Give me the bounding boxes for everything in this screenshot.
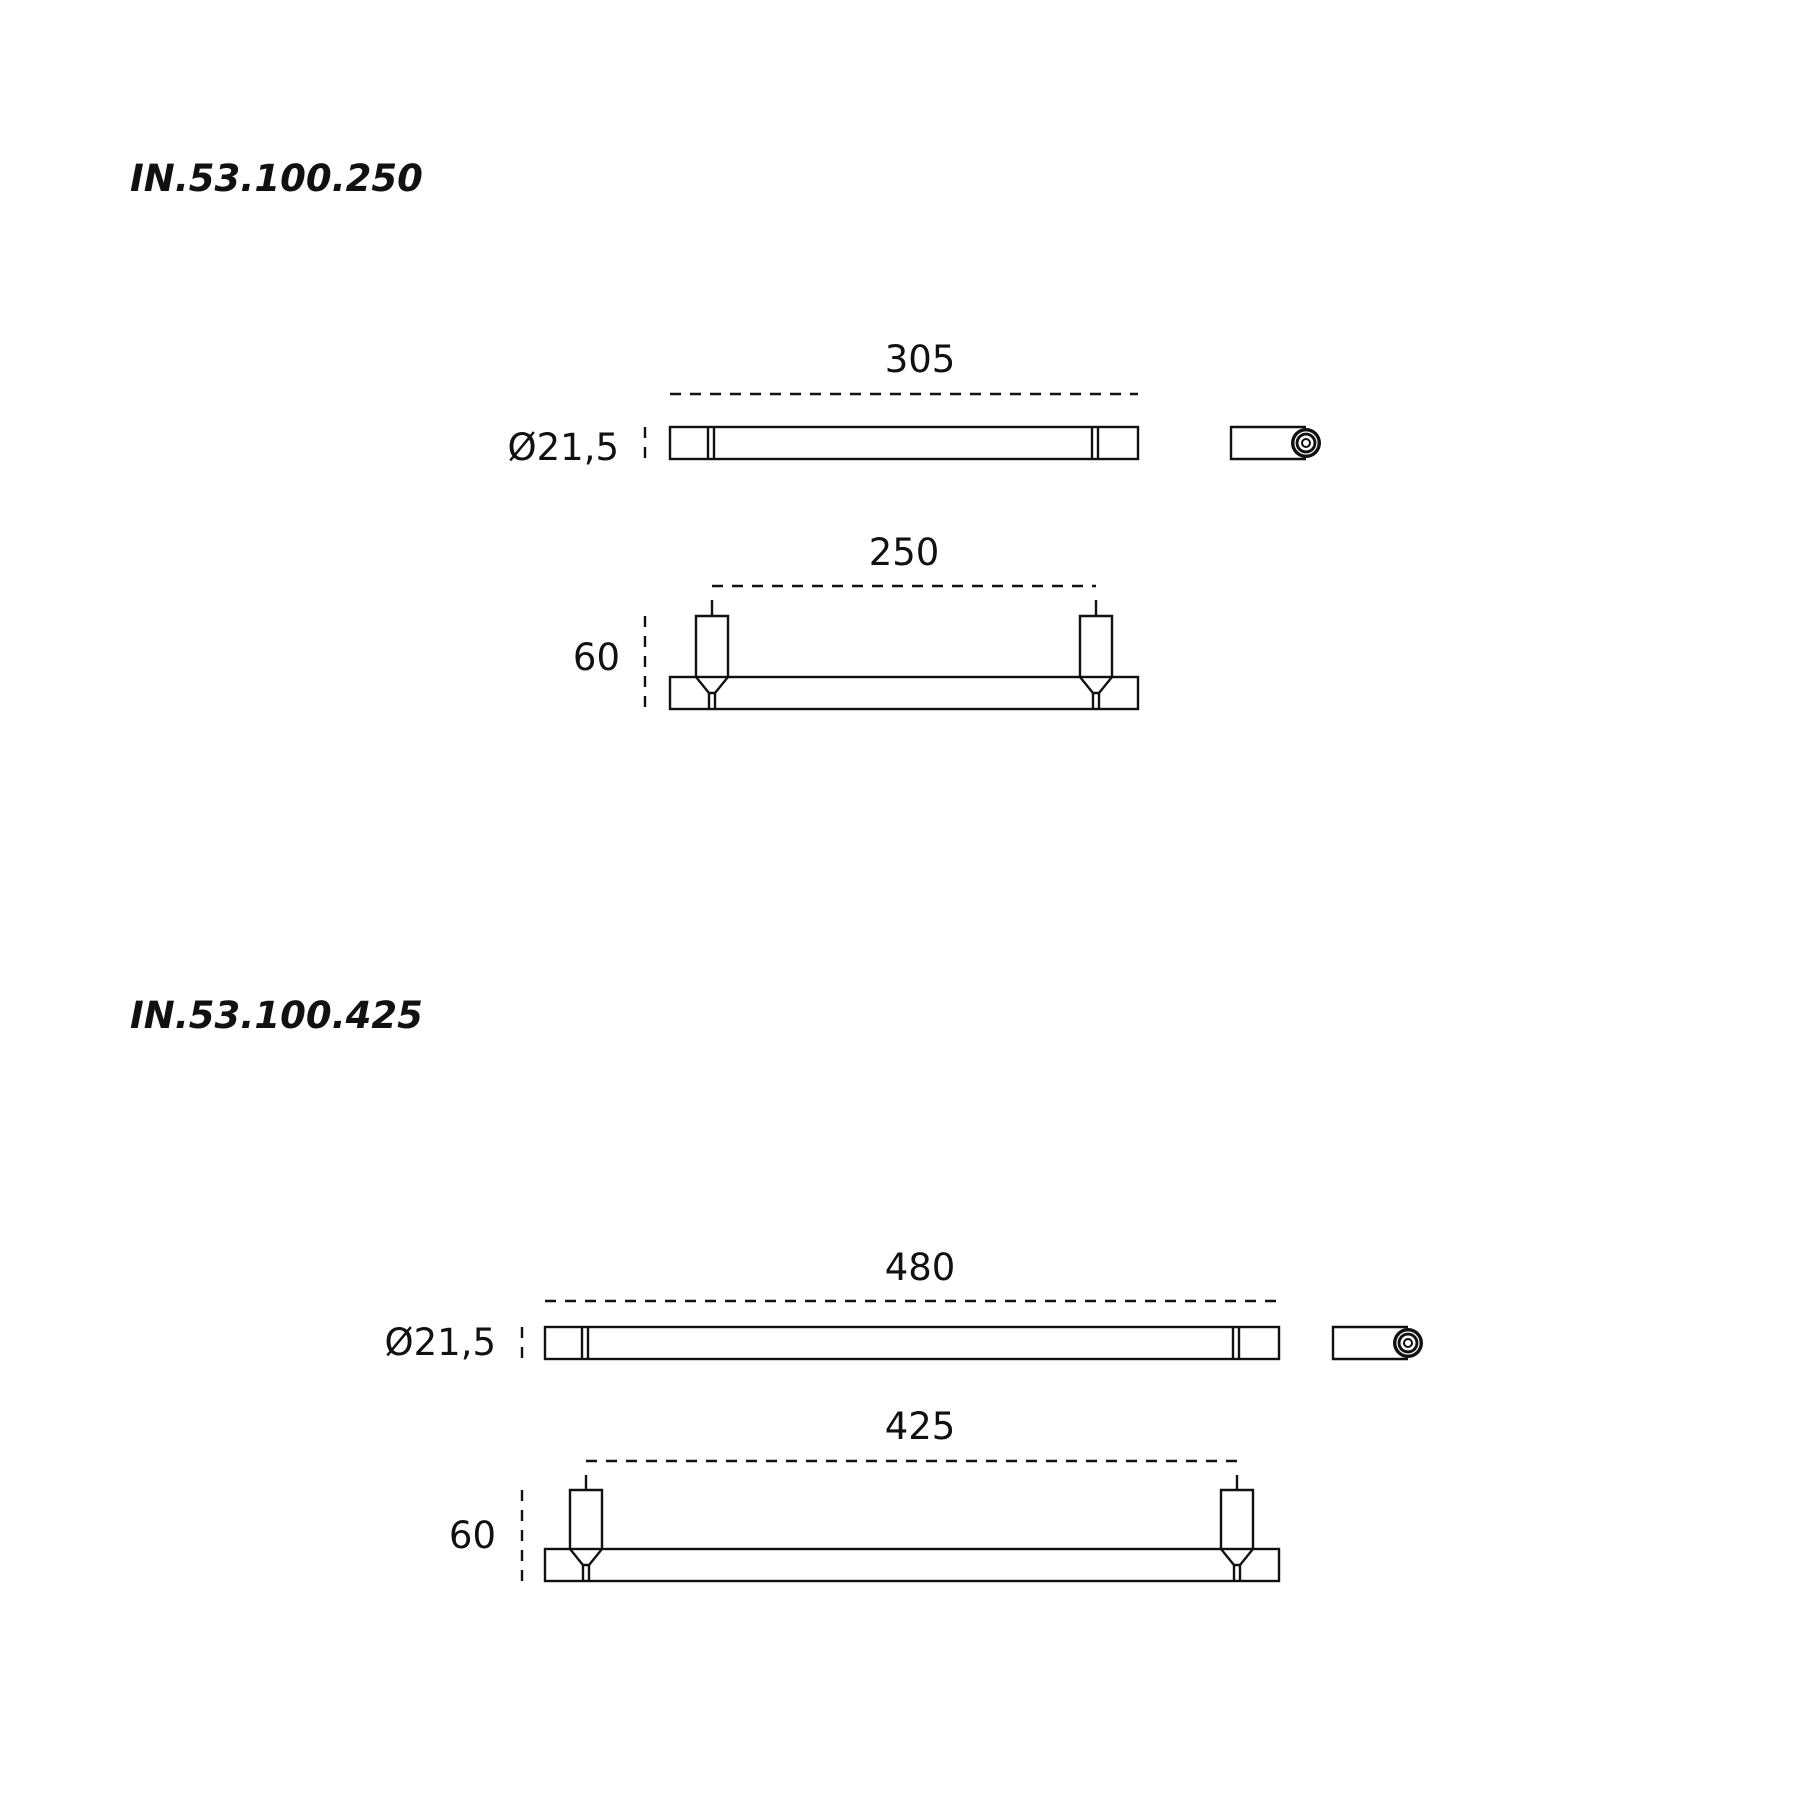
end-cap-ring <box>1294 431 1318 455</box>
handle-top-view <box>668 425 1140 461</box>
overall-length-label: 305 <box>885 338 956 381</box>
height-label: 60 <box>573 636 620 679</box>
diameter-label: Ø21,5 <box>507 426 619 469</box>
end-cap-ring <box>1396 1331 1420 1355</box>
mounting-post <box>694 614 730 695</box>
height-label: 60 <box>449 1514 496 1557</box>
center-distance-label: 250 <box>869 531 940 574</box>
end-cap-center <box>1403 1338 1413 1348</box>
handle-side-view <box>668 675 1140 711</box>
mounting-post <box>568 1488 604 1567</box>
end-cap-inner <box>1298 435 1314 451</box>
product-code: IN.53.100.250 <box>130 157 423 200</box>
diameter-label: Ø21,5 <box>384 1321 496 1364</box>
product-425: IN.53.100.425 480 Ø21,5 425 60 <box>130 994 1423 1583</box>
end-cap-center <box>1301 438 1311 448</box>
mounting-post <box>1078 614 1114 695</box>
handle-side-view <box>543 1547 1281 1583</box>
overall-length-label: 480 <box>885 1246 956 1289</box>
end-cap-inner <box>1400 1335 1416 1351</box>
product-code: IN.53.100.425 <box>130 994 423 1037</box>
handle-end-view <box>1229 425 1306 461</box>
center-distance-label: 425 <box>885 1405 956 1448</box>
product-250: IN.53.100.250 305 Ø21,5 250 60 <box>130 157 1321 711</box>
mounting-post <box>1219 1488 1255 1567</box>
handle-end-view <box>1331 1325 1408 1361</box>
handle-top-view <box>543 1325 1281 1361</box>
